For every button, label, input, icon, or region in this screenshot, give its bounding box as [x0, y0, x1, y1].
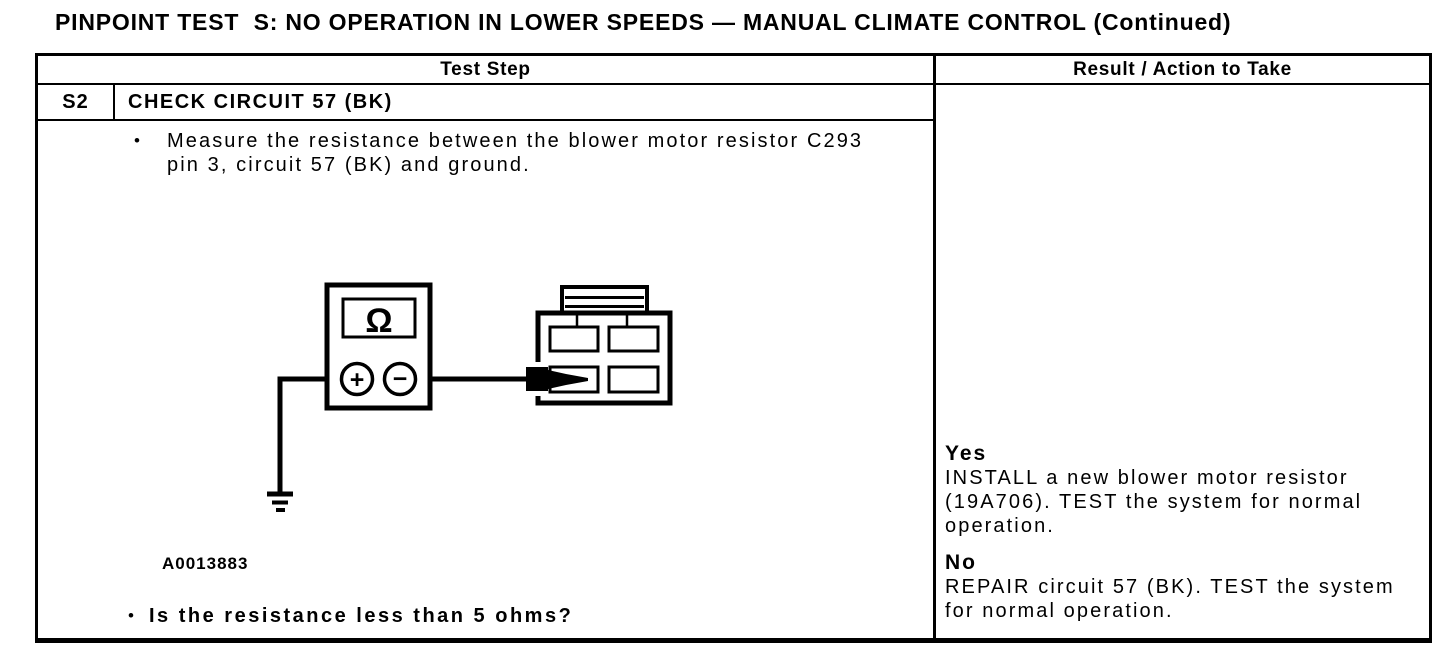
pin-cavity-1: [548, 325, 600, 353]
step-id: S2: [38, 85, 115, 119]
yes-line-2: (19A706). TEST the system for normal: [945, 491, 1363, 513]
test-step-header: Test Step: [38, 56, 933, 85]
question-bullet: • Is the resistance less than 5 ohms?: [128, 603, 573, 629]
no-line-1: REPAIR circuit 57 (BK). TEST the system: [945, 576, 1395, 598]
bullet-icon: •: [134, 131, 140, 150]
no-label: No: [945, 551, 977, 574]
pin-cavity-4: [607, 365, 660, 394]
step-title: CHECK CIRCUIT 57 (BK): [128, 90, 393, 113]
instruction-line-2: pin 3, circuit 57 (BK) and ground.: [167, 154, 531, 176]
pin-cavity-2: [607, 325, 660, 353]
test-step-body: • Measure the resistance between the blo…: [38, 121, 933, 638]
instruction-line-1: Measure the resistance between the blowe…: [167, 130, 864, 152]
multimeter-display: [341, 297, 417, 339]
ohmmeter-test-diagram: Ω + −: [240, 270, 700, 530]
pinpoint-test-table: Test Step S2 CHECK CIRCUIT 57 (BK) • Mea…: [35, 53, 1432, 643]
instruction-text: Measure the resistance between the blowe…: [167, 129, 863, 177]
yes-label: Yes: [945, 442, 988, 465]
yes-line-3: operation.: [945, 515, 1055, 537]
no-line-2: for normal operation.: [945, 600, 1174, 622]
positive-jack-icon: [339, 361, 375, 397]
bullet-icon: •: [128, 606, 134, 625]
result-column: Result / Action to Take Yes INSTALL a ne…: [936, 56, 1429, 638]
question-text: Is the resistance less than 5 ohms?: [149, 605, 574, 627]
result-body: Yes INSTALL a new blower motor resistor …: [936, 85, 1429, 638]
page-title: PINPOINT TEST S: NO OPERATION IN LOWER S…: [55, 9, 1232, 35]
negative-jack-icon: [382, 361, 418, 397]
result-header: Result / Action to Take: [936, 56, 1429, 85]
probe-body: [526, 367, 548, 391]
ohm-symbol: Ω: [365, 302, 392, 340]
test-step-column: Test Step S2 CHECK CIRCUIT 57 (BK) • Mea…: [38, 56, 936, 638]
diagram-svg: Ω + −: [267, 282, 673, 512]
minus-symbol: −: [393, 365, 408, 393]
plus-symbol: +: [350, 366, 365, 394]
yes-line-1: INSTALL a new blower motor resistor: [945, 467, 1349, 489]
probe-tip: [548, 370, 588, 389]
figure-id-label: A0013883: [162, 554, 249, 573]
instruction-bullet: • Measure the resistance between the blo…: [134, 129, 863, 177]
step-id-row: S2 CHECK CIRCUIT 57 (BK): [38, 85, 933, 121]
no-result: No REPAIR circuit 57 (BK). TEST the syst…: [945, 550, 1423, 623]
yes-result: Yes INSTALL a new blower motor resistor …: [945, 441, 1423, 538]
